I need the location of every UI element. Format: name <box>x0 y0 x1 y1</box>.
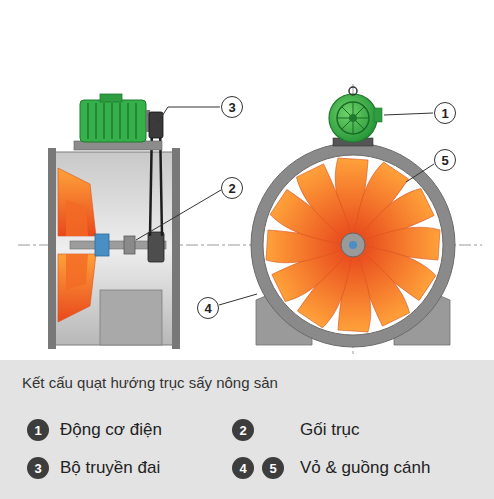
legend-number-circle: 2 <box>232 419 254 441</box>
legend-number-circle: 5 <box>262 457 284 479</box>
diagram-title: Kết cấu quạt hướng trục sấy nông sản <box>22 374 278 391</box>
illustration-circle <box>263 155 443 335</box>
illustration-line <box>406 164 434 182</box>
callout-number: 5 <box>269 462 276 475</box>
illustration-polygon <box>66 200 88 236</box>
illustration-rect <box>100 94 122 102</box>
illustration-rect <box>148 232 164 262</box>
illustration-polygon <box>66 254 88 290</box>
illustration-rect <box>124 236 135 254</box>
illustration-line <box>342 107 364 129</box>
illustration-polygon <box>58 168 96 236</box>
callout-circle: 4 <box>197 297 219 319</box>
illustration-line <box>95 103 97 139</box>
illustration-polyline <box>158 107 220 122</box>
callout-circle: 5 <box>434 149 456 171</box>
illustration-line <box>136 190 221 240</box>
illustration-line <box>87 103 89 139</box>
legend-text: Vỏ & guồng cánh <box>300 457 430 479</box>
illustration-rect <box>149 112 163 138</box>
callout-number: 2 <box>228 182 235 195</box>
callout-circle: 2 <box>221 177 243 199</box>
legend-number-circle: 1 <box>27 419 49 441</box>
callout-number: 1 <box>441 107 448 120</box>
illustration-line <box>127 103 129 139</box>
illustration-circle <box>337 102 369 134</box>
illustration-line <box>111 103 113 139</box>
illustration-circle <box>349 114 357 122</box>
illustration-rect <box>80 100 146 142</box>
illustration-line <box>103 103 105 139</box>
illustration-line <box>219 294 257 305</box>
illustration-rect <box>95 234 109 256</box>
illustration-circle <box>341 233 365 257</box>
illustration-line <box>342 107 364 129</box>
illustration-rect <box>0 360 494 499</box>
illustration-rect <box>374 108 382 122</box>
callout-number: 1 <box>34 424 41 437</box>
callout-number: 5 <box>441 154 448 167</box>
illustration-circle <box>329 94 377 142</box>
callout-number: 2 <box>239 424 246 437</box>
legend-number-circle: 4 <box>232 457 254 479</box>
callout-circle: 1 <box>434 102 456 124</box>
callout-number: 4 <box>239 462 246 475</box>
illustration-line <box>119 103 121 139</box>
callout-number: 4 <box>204 302 211 315</box>
illustration-polygon <box>58 254 96 322</box>
illustration-rect <box>100 290 162 345</box>
illustration-line <box>135 103 137 139</box>
illustration-line <box>384 113 433 115</box>
illustration-circle <box>251 143 455 347</box>
illustration-circle <box>257 149 449 341</box>
illustration-rect <box>52 152 176 345</box>
legend-text: Bộ truyền đai <box>60 457 160 479</box>
illustration-rect <box>172 148 180 349</box>
legend-text: Gối trục <box>300 419 360 441</box>
legend-text: Động cơ điện <box>60 419 162 441</box>
illustration-rect <box>48 148 56 349</box>
illustration-circle <box>349 87 357 95</box>
callout-circle: 3 <box>221 96 243 118</box>
callout-number: 3 <box>228 101 235 114</box>
legend-number-circle: 3 <box>27 457 49 479</box>
callout-number: 3 <box>34 462 41 475</box>
illustration-circle <box>349 241 357 249</box>
